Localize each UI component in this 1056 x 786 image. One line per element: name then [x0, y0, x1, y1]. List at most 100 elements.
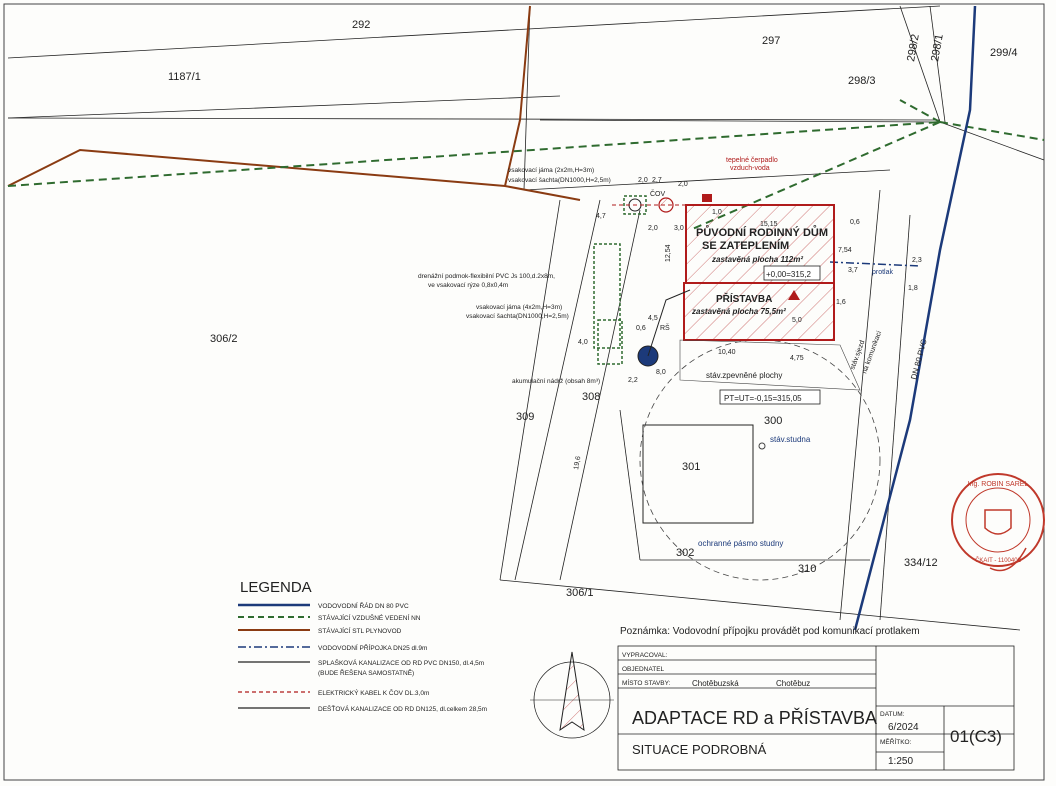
legend: LEGENDA VODOVODNÍ ŘÁD DN 80 PVC STÁVAJÍC… — [238, 579, 487, 713]
meritko-value: 1:250 — [888, 756, 913, 767]
dim-1-8: 1,8 — [908, 285, 918, 292]
entrance-marker-icon — [788, 290, 800, 300]
parcel-302: 302 — [676, 547, 694, 559]
legend-item-1: VODOVODNÍ ŘÁD DN 80 PVC — [318, 601, 409, 610]
heat-pump-icon — [702, 194, 712, 202]
dim-10-40: 10,40 — [718, 349, 736, 356]
coat-of-arms-icon — [984, 509, 1012, 535]
infiltration-pit-2 — [597, 319, 623, 365]
pit1-label-a: vsakovací jáma (2x2m,H=3m) — [508, 167, 594, 174]
parcel-310: 310 — [798, 563, 816, 575]
objednatel-label: OBJEDNATEL — [622, 666, 665, 673]
tank-label: akumulační nádrž (obsah 8m³) — [512, 378, 600, 385]
project-title: ADAPTACE RD a PŘÍSTAVBA — [632, 708, 877, 728]
dim-7-54: 7,54 — [838, 247, 852, 254]
gas-line — [7, 148, 581, 201]
parcel-308: 308 — [582, 391, 600, 403]
dim-4-75: 4,75 — [790, 355, 804, 362]
dimensions: 2,0 2,7 2,0 2,0 3,0 4,7 15,15 0,6 1,0 12… — [573, 177, 922, 470]
legend-item-7: ELEKTRICKÝ KABEL K ČOV DL.3,0m — [318, 688, 429, 697]
dim-2-0-c: 2,0 — [648, 225, 658, 232]
parcel-300: 300 — [764, 415, 782, 427]
house-area: zastavěná plocha 112m² — [711, 255, 803, 264]
parcel-297: 297 — [762, 35, 780, 47]
dim-4-7: 4,7 — [596, 213, 606, 220]
drawing-number: 01(C3) — [950, 727, 1002, 746]
stamp-cka: ČKAIT - 1100402 — [975, 557, 1021, 564]
dim-8-0: 8,0 — [656, 369, 666, 376]
house-level: +0,00=315,2 — [766, 270, 811, 279]
dim-5-0: 5,0 — [792, 317, 802, 324]
north-arrow-icon — [530, 651, 614, 739]
legend-item-8: DEŠŤOVÁ KANALIZACE OD RD DN125, dl.celke… — [318, 704, 487, 713]
well-icon — [758, 442, 766, 450]
parcel-298-1: 298/1 — [929, 33, 946, 62]
vypracoval-label: VYPRACOVAL: — [622, 652, 668, 659]
legend-title: LEGENDA — [240, 579, 312, 596]
parcel-309: 309 — [516, 411, 534, 423]
signature-icon — [989, 547, 1027, 572]
parcel-299-4: 299/4 — [990, 47, 1018, 59]
rs-label: RŠ — [660, 323, 670, 332]
misto-label: MÍSTO STAVBY: — [622, 678, 671, 687]
parcel-292: 292 — [352, 19, 370, 31]
datum-value: 6/2024 — [888, 722, 919, 733]
dim-4-0: 4,0 — [578, 339, 588, 346]
heat-pump-label-2: vzduch-voda — [730, 165, 770, 172]
dim-2-7: 2,7 — [652, 177, 662, 184]
dim-2-2: 2,2 — [628, 377, 638, 384]
extension-area: zastavěná plocha 75,5m² — [691, 307, 786, 316]
building-301 — [642, 424, 754, 524]
pit2-label-a: vsakovací jáma (4x2m,H=3m) — [476, 304, 562, 311]
legend-item-6: (BUDE ŘEŠENA SAMOSTATNĚ) — [318, 668, 414, 677]
parcel-306-1: 306/1 — [566, 587, 594, 599]
title-block-text: VYPRACOVAL: OBJEDNATEL MÍSTO STAVBY: Cho… — [622, 652, 1002, 767]
gas-line-branch — [504, 5, 531, 187]
misto-street: Chotěbuzská — [692, 679, 739, 688]
parcel-306-2: 306/2 — [210, 333, 238, 345]
pit1-label-b: vsakovací šachta(DN1000,H=2,5m) — [508, 177, 611, 184]
datum-label: DATUM: — [880, 711, 905, 718]
house-title-2: SE ZATEPLENÍM — [702, 239, 789, 252]
pit2-label-b: vsakovací šachta(DN1000,H=2,5m) — [466, 313, 569, 320]
dim-1-6: 1,6 — [836, 299, 846, 306]
drawing-title: SITUACE PODROBNÁ — [632, 742, 767, 757]
dim-2-0-b: 2,0 — [678, 181, 688, 188]
parcel-labels: 292 297 1187/1 298/3 298/2 298/1 299/4 3… — [168, 19, 1018, 599]
stamp-name: Ing. ROBIN SAREL — [968, 481, 1029, 488]
house-title-1: PŮVODNÍ RODINNÝ DŮM — [696, 225, 828, 239]
dim-3-7: 3,7 — [848, 267, 858, 274]
legend-item-3: STÁVAJÍCÍ STL PLYNOVOD — [318, 626, 402, 635]
sewer-line — [647, 289, 691, 357]
drain-label-a: drenážní podmok-flexibilní PVC Js 100,d.… — [418, 273, 555, 280]
dim-19-6: 19,6 — [573, 456, 582, 471]
extension-title: PŘÍSTAVBA — [716, 292, 772, 305]
heat-pump-label-1: tepelné čerpadlo — [726, 157, 778, 164]
dim-15-15: 15,15 — [760, 221, 778, 228]
parcel-334-12: 334/12 — [904, 557, 938, 569]
sheet-border — [3, 3, 1045, 781]
cov-label: ČOV — [650, 189, 666, 198]
dim-0-6-a: 0,6 — [850, 219, 860, 226]
dim-2-0-a: 2,0 — [638, 177, 648, 184]
infiltration-pit-1 — [623, 195, 647, 215]
legend-item-5: SPLAŠKOVÁ KANALIZACE OD RD PVC DN150, dl… — [318, 658, 484, 667]
water-main — [853, 5, 977, 631]
meritko-label: MĚŘÍTKO: — [880, 737, 912, 746]
note-text: Poznámka: Vodovodní přípojku provádět po… — [620, 626, 920, 637]
legend-item-4: VODOVODNÍ PŘÍPOJKA DN25 dl.9m — [318, 643, 427, 652]
paved-area — [679, 339, 861, 391]
drain-label-b: ve vsakovací rýze 0,8x0,4m — [428, 282, 508, 289]
protlak-label: protlak — [872, 269, 894, 276]
cov-icon — [658, 197, 674, 213]
parcel-1187-1: 1187/1 — [168, 71, 201, 83]
dim-0-6-b: 0,6 — [636, 325, 646, 332]
dim-3-0: 3,0 — [674, 225, 684, 232]
dim-2-3: 2,3 — [912, 257, 922, 264]
pt-level: PT=UT=-0,15=315,05 — [724, 394, 802, 403]
dim-4-5: 4,5 — [648, 315, 658, 322]
dim-1-0: 1,0 — [712, 209, 722, 216]
title-block — [617, 645, 1015, 771]
